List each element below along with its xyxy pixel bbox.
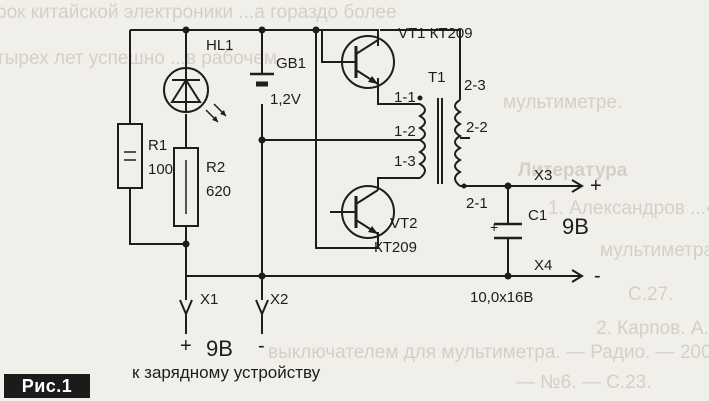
r2-label: R2 bbox=[206, 159, 225, 176]
bleed-ref1c: С.27. bbox=[628, 284, 673, 305]
winding-2-2: 2-2 bbox=[466, 119, 488, 136]
winding-2-3: 2-3 bbox=[464, 77, 486, 94]
bleed-ref2a: 2. Карпов. А. Импульсный ПП с индуктивны… bbox=[596, 318, 709, 339]
led-hl1: HL1 bbox=[163, 37, 234, 123]
r1-label: R1 bbox=[148, 137, 167, 154]
winding-1-2: 1-2 bbox=[394, 123, 416, 140]
resistor-r2: R2 620 bbox=[173, 147, 231, 227]
wires bbox=[129, 29, 582, 300]
output-connectors: X3 X4 + - 9В bbox=[534, 167, 602, 287]
x3-plus: + bbox=[590, 175, 602, 197]
r2-value: 620 bbox=[206, 183, 231, 200]
input-minus: - bbox=[258, 335, 265, 357]
bleed-ref2c: — №6. — С.23. bbox=[516, 372, 651, 393]
input-plus: + bbox=[180, 335, 192, 357]
transistor-vt2: VT2 КТ209 bbox=[340, 185, 418, 256]
gb1-label: GB1 bbox=[276, 55, 306, 72]
figure-label: Рис.1 bbox=[4, 374, 90, 398]
x1-label: X1 bbox=[200, 291, 218, 308]
transistor-vt1: VT1 КТ209 bbox=[340, 25, 473, 89]
winding-1-1: 1-1 bbox=[394, 89, 416, 106]
resistor-r1: R1 100 bbox=[117, 123, 173, 189]
bleed-ref2b: выключателем для мультиметра. — Радио. —… bbox=[268, 342, 709, 363]
x4-minus: - bbox=[594, 265, 601, 287]
input-connectors: X1 X2 + - 9В к зарядному устройству bbox=[132, 291, 321, 382]
vt2-label: VT2 bbox=[390, 215, 418, 232]
x4-label: X4 bbox=[534, 257, 552, 274]
bleed-ref1b: мультиметра. — Радиолюбитель. — 2003. — … bbox=[600, 240, 709, 261]
bleed-line-3: мультиметре. bbox=[503, 92, 622, 113]
bleed-line-2: тырех лет успешно ...в рабочем bbox=[0, 48, 277, 69]
r1-value: 100 bbox=[148, 161, 173, 178]
junction-dots bbox=[182, 26, 512, 280]
winding-2-1: 2-1 bbox=[466, 195, 488, 212]
transformer-t1: T1 1-1 1-2 1-3 2-3 2-2 2-1 bbox=[394, 69, 488, 212]
x2-label: X2 bbox=[270, 291, 288, 308]
bleed-ref1a: 1. Александров ...«Вирки» «Кроны» для bbox=[548, 198, 709, 219]
bleed-heading: Литература bbox=[518, 160, 628, 181]
hl1-label: HL1 bbox=[206, 37, 234, 54]
input-voltage: 9В bbox=[206, 336, 233, 361]
output-voltage: 9В bbox=[562, 214, 589, 239]
winding-1-3: 1-3 bbox=[394, 153, 416, 170]
x3-label: X3 bbox=[534, 167, 552, 184]
bleed-through-text: рок китайской электроники ...а гораздо б… bbox=[0, 2, 709, 393]
gb1-voltage: 1,2V bbox=[270, 91, 301, 108]
c1-value: 10,0x16В bbox=[470, 289, 533, 306]
c1-plus: + bbox=[490, 219, 498, 235]
vt2-type: КТ209 bbox=[374, 239, 417, 256]
c1-label: C1 bbox=[528, 207, 547, 224]
bleed-line-1: рок китайской электроники ...а гораздо б… bbox=[0, 2, 397, 23]
vt1-label: VT1 КТ209 bbox=[398, 25, 473, 42]
battery-gb1: GB1 1,2V bbox=[250, 55, 306, 108]
t1-label: T1 bbox=[428, 69, 446, 86]
input-caption: к зарядному устройству bbox=[132, 363, 321, 382]
capacitor-c1: + C1 10,0x16В bbox=[470, 207, 547, 306]
